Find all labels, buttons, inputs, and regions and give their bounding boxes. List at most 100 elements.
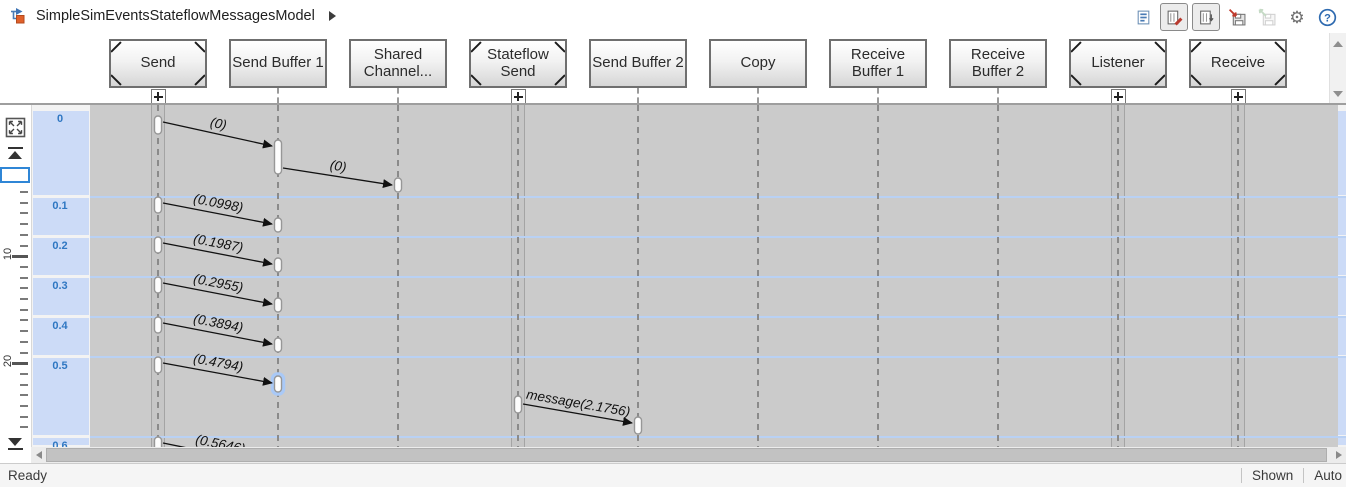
time-gutter-cell-right: [1338, 278, 1346, 315]
time-gridline: [90, 436, 1346, 438]
ruler-minor-tick: [20, 287, 28, 290]
fit-to-view-button[interactable]: [4, 117, 26, 138]
lifeline-header-label: Receive Buffer 2: [970, 45, 1026, 80]
ruler-minor-tick: [20, 308, 28, 311]
lifeline-stub: [397, 88, 399, 103]
time-label: 0: [56, 113, 64, 125]
lifeline-header-listener[interactable]: Listener: [1069, 39, 1167, 88]
horizontal-scrollbar[interactable]: [31, 447, 1346, 463]
fit-to-view-icon: [5, 117, 25, 138]
composite-corner-mark: [194, 41, 205, 53]
time-gutter-cell: [33, 238, 89, 275]
lifeline-header-send-buffer-1[interactable]: Send Buffer 1: [229, 39, 327, 88]
go-to-last-event-button[interactable]: [4, 438, 26, 450]
ruler-minor-tick: [20, 383, 28, 386]
help-button[interactable]: ?: [1314, 4, 1340, 30]
lifeline-stub: [277, 88, 279, 103]
time-gutter-cell: [33, 198, 89, 235]
lifeline-header-label: Shared Channel...: [363, 45, 433, 80]
go-to-first-event-button[interactable]: [4, 147, 26, 159]
triangle-down-icon: [8, 438, 22, 446]
composite-corner-mark: [111, 74, 122, 86]
import-button[interactable]: [1254, 4, 1280, 30]
expand-lifeline-button[interactable]: [1230, 89, 1246, 104]
status-right-group: Shown Auto: [1231, 464, 1342, 487]
breadcrumb-arrow-icon[interactable]: [328, 11, 336, 21]
lifeline-header-receive-buffer-1[interactable]: Receive Buffer 1: [829, 39, 927, 88]
time-gutter-cell: [33, 111, 89, 195]
export-icon: [1228, 8, 1246, 26]
time-gridline: [90, 316, 1346, 318]
lifeline-header-copy[interactable]: Copy: [709, 39, 807, 88]
lifeline-visibility-icon: [1199, 10, 1214, 24]
ruler-minor-tick: [20, 201, 28, 204]
lifeline-header-send[interactable]: Send: [109, 39, 207, 88]
time-gutter-cell: [33, 278, 89, 315]
lifeline-header-label: Receive: [1210, 54, 1266, 72]
horizontal-scrollbar-thumb[interactable]: [46, 448, 1327, 462]
scroll-down-icon[interactable]: [1333, 91, 1343, 97]
ruler-minor-tick: [20, 223, 28, 226]
time-gutter-cell-right: [1338, 238, 1346, 275]
ruler-minor-tick: [20, 426, 28, 429]
composite-corner-mark: [1154, 74, 1165, 86]
time-gutter-cell-right: [1338, 358, 1346, 435]
export-button[interactable]: [1224, 4, 1250, 30]
scroll-right-button[interactable]: [1331, 447, 1346, 463]
ruler-minor-tick: [20, 244, 28, 247]
lifeline-stub: [637, 88, 639, 103]
time-label: 0.4: [52, 320, 68, 332]
lifeline-header-label: Listener: [1091, 54, 1145, 72]
composite-corner-mark: [1191, 74, 1202, 86]
status-ready-text: Ready: [8, 468, 48, 483]
expand-lifeline-button[interactable]: [1110, 89, 1126, 104]
lifeline-header-label: Stateflow Send: [487, 45, 549, 80]
time-gutter-cell-right: [1338, 318, 1346, 355]
time-gutter-cell: [33, 358, 89, 435]
expand-lifeline-button[interactable]: [510, 89, 526, 104]
time-gutter-cell-right: [1338, 438, 1346, 445]
lifeline-header-label: Receive Buffer 1: [850, 45, 906, 80]
ruler-minor-tick: [20, 351, 28, 354]
expand-lifeline-button[interactable]: [150, 89, 166, 104]
ruler-label: 20: [2, 355, 14, 368]
lifeline-header-label: Copy: [740, 54, 776, 72]
edit-lifelines-button[interactable]: [1160, 3, 1188, 31]
zoom-slider-thumb[interactable]: [0, 167, 30, 183]
lifeline-header-label: Send: [140, 54, 176, 72]
gear-icon: ⚙: [1289, 7, 1305, 27]
ruler-major-tick: [12, 255, 28, 259]
ruler-minor-tick: [20, 330, 28, 333]
lifeline-visibility-button[interactable]: [1192, 3, 1220, 31]
settings-button[interactable]: ⚙: [1284, 4, 1310, 30]
status-bar: Ready Shown Auto: [0, 463, 1346, 487]
header-scrollbar[interactable]: [1329, 33, 1346, 103]
edit-lifelines-icon: [1167, 10, 1182, 25]
lifeline-header-band: Send Send Buffer 1 Shared Channel... Statef…: [0, 32, 1346, 110]
lifeline-header-receive[interactable]: Receive: [1189, 39, 1287, 88]
ruler-minor-tick: [20, 372, 28, 375]
scroll-left-button[interactable]: [31, 447, 46, 463]
lifeline-header-stateflow-send[interactable]: Stateflow Send: [469, 39, 567, 88]
top-bar-icon: [7, 147, 23, 149]
composite-corner-mark: [1071, 41, 1082, 53]
lifeline-header-send-buffer-2[interactable]: Send Buffer 2: [589, 39, 687, 88]
composite-corner-mark: [1071, 74, 1082, 86]
properties-button[interactable]: [1130, 4, 1156, 30]
status-auto-text: Auto: [1314, 468, 1342, 483]
import-icon: [1258, 8, 1276, 26]
time-gridline: [90, 356, 1346, 358]
ruler-minor-tick: [20, 340, 28, 343]
scroll-up-icon[interactable]: [1333, 41, 1343, 47]
ruler-minor-tick: [20, 405, 28, 407]
model-breadcrumb[interactable]: SimpleSimEventsStateflowMessagesModel: [0, 7, 336, 25]
help-icon: ?: [1318, 8, 1336, 26]
bottom-bar-icon: [7, 448, 23, 450]
time-gutter-cell: [33, 318, 89, 355]
composite-corner-mark: [1274, 74, 1285, 86]
status-separator: [1240, 468, 1242, 483]
lifeline-header-receive-buffer-2[interactable]: Receive Buffer 2: [949, 39, 1047, 88]
lifeline-header-shared-channel[interactable]: Shared Channel...: [349, 39, 447, 88]
